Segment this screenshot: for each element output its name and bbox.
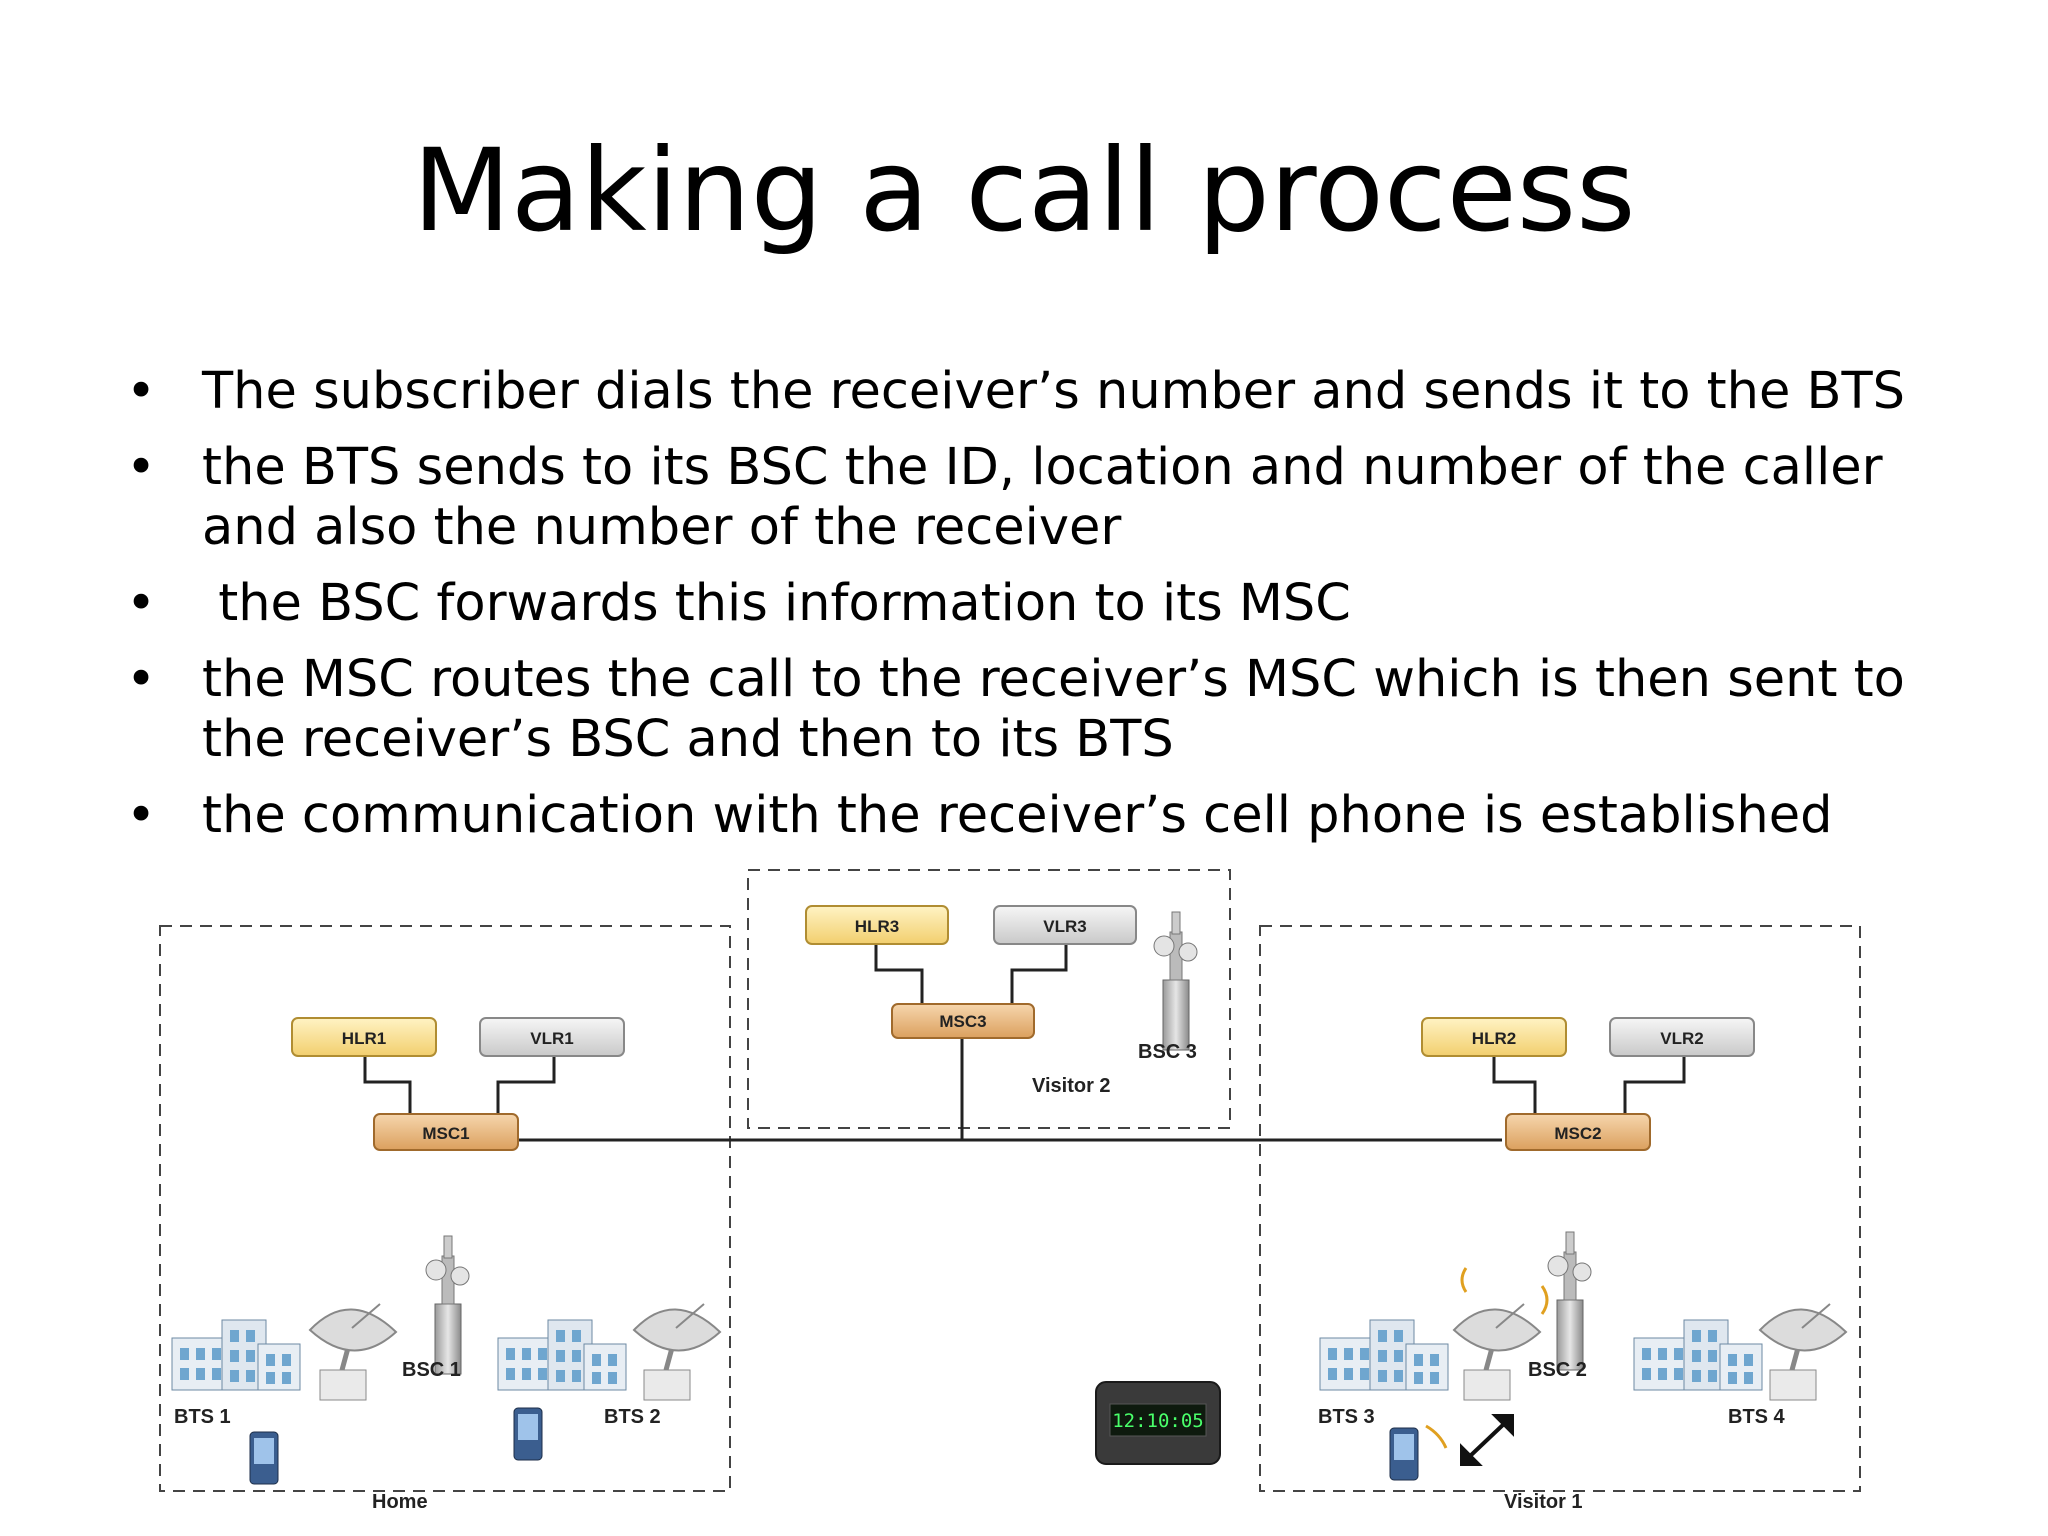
hlr1-label: HLR1 <box>342 1029 386 1048</box>
vlr2-label: VLR2 <box>1660 1029 1703 1048</box>
bsc1-label: BSC 1 <box>402 1359 461 1381</box>
bts2-dish-icon <box>634 1304 720 1400</box>
bsc3-tower-icon <box>1153 911 1198 1051</box>
bsc1-tower-icon <box>425 1235 470 1375</box>
msc1-node <box>373 1113 519 1151</box>
hlr1-node <box>291 1017 437 1057</box>
network-diagram: HLR1 VLR1 MSC1 HLR3 VLR3 MSC3 BSC 3 Visi… <box>159 869 1861 1513</box>
vlr2-node <box>1609 1017 1755 1057</box>
msc3-label: MSC3 <box>939 1012 986 1031</box>
bts4-dish-icon <box>1760 1304 1846 1400</box>
clock-icon <box>1095 1381 1221 1465</box>
home-label: Home <box>372 1491 428 1513</box>
hlr3-label: HLR3 <box>855 917 899 936</box>
bsc2-label: BSC 2 <box>1528 1359 1587 1381</box>
msc3-node <box>891 1003 1035 1039</box>
bts1-building-icon <box>171 1319 301 1391</box>
hlr3-node <box>805 905 949 945</box>
bts4-label: BTS 4 <box>1728 1406 1786 1428</box>
msc2-node <box>1505 1113 1651 1151</box>
bullet-icon: • <box>126 438 157 497</box>
bsc3-label: BSC 3 <box>1138 1041 1197 1063</box>
bts1-phone-icon <box>249 1431 279 1485</box>
hlr2-node <box>1421 1017 1567 1057</box>
bts3-dish-icon <box>1454 1304 1540 1400</box>
bullet-icon: • <box>126 362 157 421</box>
bullet-item: • the MSC routes the call to the receiver… <box>120 650 1980 770</box>
bts2-label: BTS 2 <box>604 1406 661 1428</box>
bullet-text: the BTS sends to its BSC the ID, locatio… <box>202 438 1883 557</box>
bts4-building-icon <box>1633 1319 1763 1391</box>
visitor1-label: Visitor 1 <box>1504 1491 1583 1513</box>
bullet-icon: • <box>126 786 157 845</box>
bullet-list: • The subscriber dials the receiver’s num… <box>120 362 1980 862</box>
visitor2-label: Visitor 2 <box>1032 1075 1111 1097</box>
visitor2-region <box>747 869 1231 1129</box>
bts2-building-icon <box>497 1319 627 1391</box>
vlr3-node <box>993 905 1137 945</box>
bullet-text: the communication with the receiver’s ce… <box>202 786 1833 845</box>
bsc2-tower-icon <box>1547 1231 1592 1371</box>
clock-readout: 12:10:05 <box>1112 1410 1204 1432</box>
bts3-phone-icon <box>1389 1427 1419 1481</box>
hlr2-label: HLR2 <box>1472 1029 1516 1048</box>
bts1-label: BTS 1 <box>174 1406 231 1428</box>
bts1-dish-icon <box>310 1304 396 1400</box>
bts3-label: BTS 3 <box>1318 1406 1375 1428</box>
bullet-text: the BSC forwards this information to its… <box>202 574 1351 633</box>
msc2-label: MSC2 <box>1554 1124 1601 1143</box>
bullet-text: the MSC routes the call to the receiver’… <box>202 650 1905 769</box>
bullet-icon: • <box>126 574 157 633</box>
vlr3-label: VLR3 <box>1043 917 1086 936</box>
home-region <box>159 925 731 1492</box>
signal-waves-icon <box>1425 1267 1549 1449</box>
slide-title: Making a call process <box>412 124 1636 257</box>
bullet-icon: • <box>126 650 157 709</box>
double-arrow-icon <box>1460 1414 1514 1466</box>
bts2-phone-icon <box>513 1407 543 1461</box>
bullet-item: • The subscriber dials the receiver’s num… <box>120 362 1980 422</box>
bullet-item: • the BSC forwards this information to i… <box>120 574 1980 634</box>
msc1-label: MSC1 <box>422 1124 469 1143</box>
bullet-item: • the communication with the receiver’s c… <box>120 786 1980 846</box>
bts3-building-icon <box>1319 1319 1449 1391</box>
bullet-item: • the BTS sends to its BSC the ID, locati… <box>120 438 1980 558</box>
bullet-text: The subscriber dials the receiver’s numb… <box>202 362 1906 421</box>
vlr1-node <box>479 1017 625 1057</box>
vlr1-label: VLR1 <box>530 1029 573 1048</box>
visitor1-region <box>1259 925 1861 1492</box>
